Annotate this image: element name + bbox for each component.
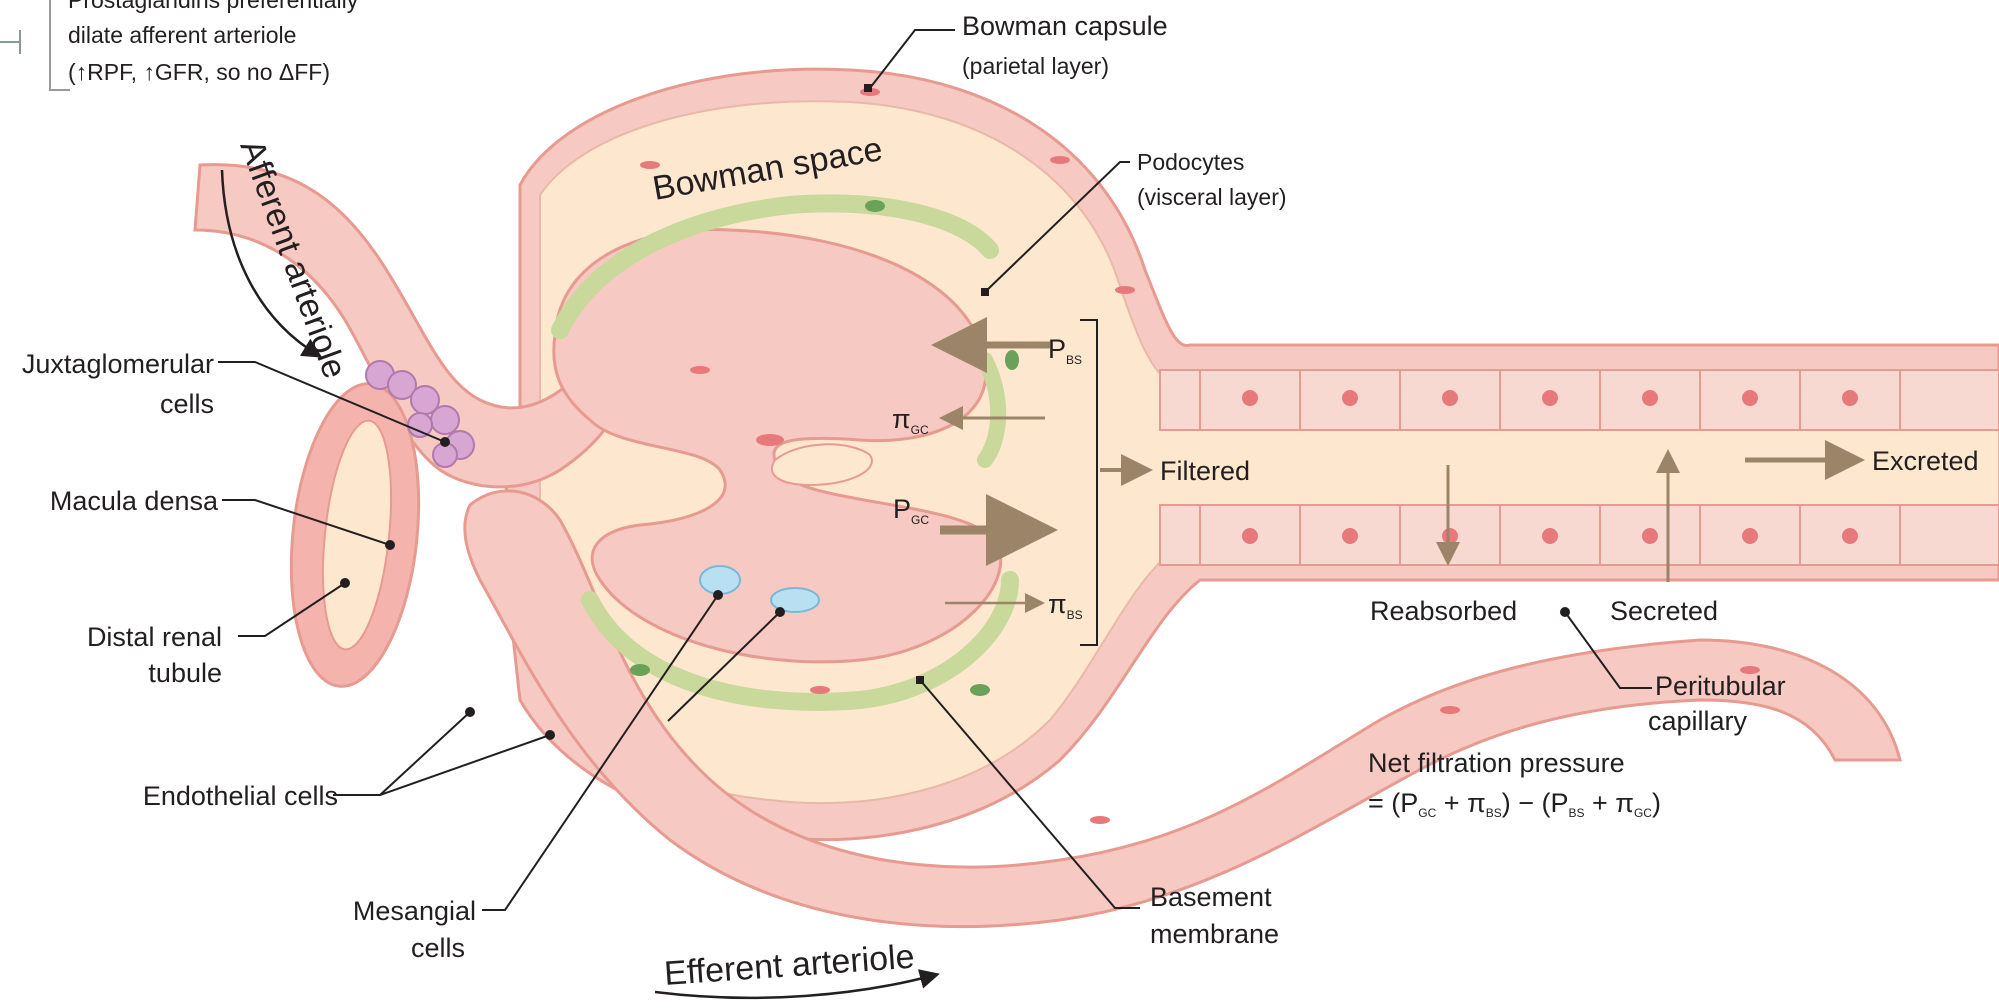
prostaglandins-note: Prostaglandins preferentially dilate aff… — [68, 0, 359, 85]
bowman-capsule-label-2: (parietal layer) — [962, 53, 1109, 79]
bowman-capsule-label-1: Bowman capsule — [962, 11, 1168, 41]
basement-membrane-label-2: membrane — [1150, 919, 1279, 949]
peritubular-label-1: Peritubular — [1655, 671, 1786, 701]
prostaglandins-line2: dilate afferent arteriole — [68, 22, 296, 48]
podocytes-label-2: (visceral layer) — [1137, 184, 1287, 210]
distal-tubule-label-1: Distal renal — [87, 622, 222, 652]
distal-tubule-label-2: tubule — [148, 658, 222, 688]
net-filtration-title: Net filtration pressure — [1368, 748, 1625, 778]
peritubular-label-2: capillary — [1648, 706, 1748, 736]
reabsorbed-label: Reabsorbed — [1370, 596, 1517, 626]
efferent-arteriole-label: Efferent arteriole — [663, 938, 916, 993]
net-filtration-equation: = (PGC + πBS) − (PBS + πGC) — [1368, 788, 1661, 820]
mesangial-label-1: Mesangial — [353, 896, 476, 926]
filtered-label: Filtered — [1160, 456, 1250, 486]
secreted-label: Secreted — [1610, 596, 1718, 626]
podocytes-label-1: Podocytes — [1137, 149, 1244, 175]
endothelial-cells-label: Endothelial cells — [143, 781, 338, 811]
excreted-label: Excreted — [1872, 446, 1979, 476]
prostaglandins-line3: (↑RPF, ↑GFR, so no ΔFF) — [68, 59, 330, 85]
basement-membrane-label-1: Basement — [1150, 882, 1272, 912]
prostaglandins-line1: Prostaglandins preferentially — [68, 0, 359, 13]
macula-densa-label: Macula densa — [50, 486, 219, 516]
juxtaglomerular-label-1: Juxtaglomerular — [22, 349, 214, 379]
juxtaglomerular-label-2: cells — [160, 389, 214, 419]
mesangial-label-2: cells — [411, 933, 465, 963]
prostaglandin-bracket — [0, 0, 70, 90]
